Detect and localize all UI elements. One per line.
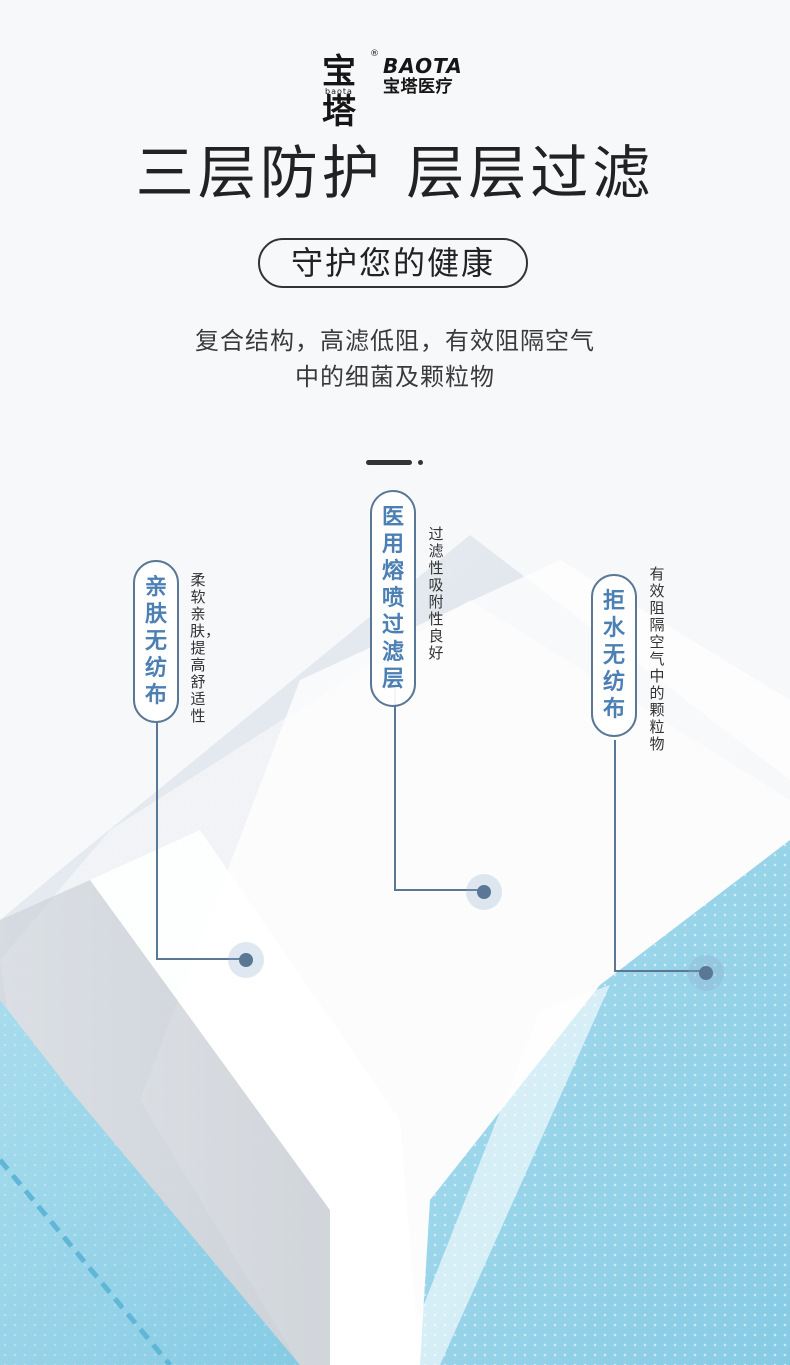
callout-3-leader-horizontal bbox=[614, 970, 706, 972]
callout-2-leader-horizontal bbox=[394, 889, 484, 891]
layer-note-water-repellent: 有效阻隔空气中的颗粒物 bbox=[649, 565, 665, 753]
mask-blue-layer-left bbox=[0, 1000, 300, 1365]
mask-white-strip-right bbox=[400, 985, 610, 1365]
callout-2-marker bbox=[466, 874, 502, 910]
mask-stitch-line bbox=[0, 1158, 172, 1365]
section-divider-dot bbox=[418, 460, 423, 465]
callout-3-marker bbox=[688, 955, 724, 991]
description-line-2: 中的细菌及颗粒物 bbox=[295, 363, 495, 391]
layer-label-skin-friendly: 亲肤无纺布 bbox=[133, 560, 179, 723]
layer-label-meltblown: 医用熔喷过滤层 bbox=[370, 490, 416, 707]
mask-white-edge bbox=[90, 830, 420, 1365]
brand-logo: 宝塔 baota ® BAOTA 宝塔医疗 bbox=[322, 49, 472, 132]
registered-mark: ® bbox=[370, 49, 379, 59]
layer-note-skin-friendly: 柔软亲肤，提高舒适性 bbox=[190, 571, 221, 725]
brand-name-en: BAOTA bbox=[383, 54, 463, 78]
headline: 三层防护 层层过滤 bbox=[135, 139, 655, 207]
callout-3-leader-vertical bbox=[614, 740, 616, 972]
logo-mark-sub: baota bbox=[325, 87, 353, 96]
description-line-1: 复合结构，高滤低阻，有效阻隔空气 bbox=[195, 327, 595, 355]
logo-mark: 宝塔 baota ® bbox=[322, 49, 380, 132]
callout-1-leader-vertical bbox=[156, 722, 158, 960]
mask-blue-layer-right bbox=[420, 840, 790, 1365]
mask-grey-fold bbox=[0, 880, 330, 1365]
layer-note-meltblown: 过滤性吸附性良好 bbox=[428, 525, 444, 662]
brand-name-cn: 宝塔医疗 bbox=[383, 77, 453, 97]
section-divider bbox=[366, 460, 412, 465]
callout-1-leader-horizontal bbox=[156, 958, 244, 960]
callout-2-leader-vertical bbox=[394, 680, 396, 891]
layer-label-water-repellent: 拒水无纺布 bbox=[591, 574, 637, 737]
callout-1-marker bbox=[228, 942, 264, 978]
tagline-pill: 守护您的健康 bbox=[258, 238, 528, 288]
logo-mark-text: 宝塔 bbox=[322, 52, 356, 132]
